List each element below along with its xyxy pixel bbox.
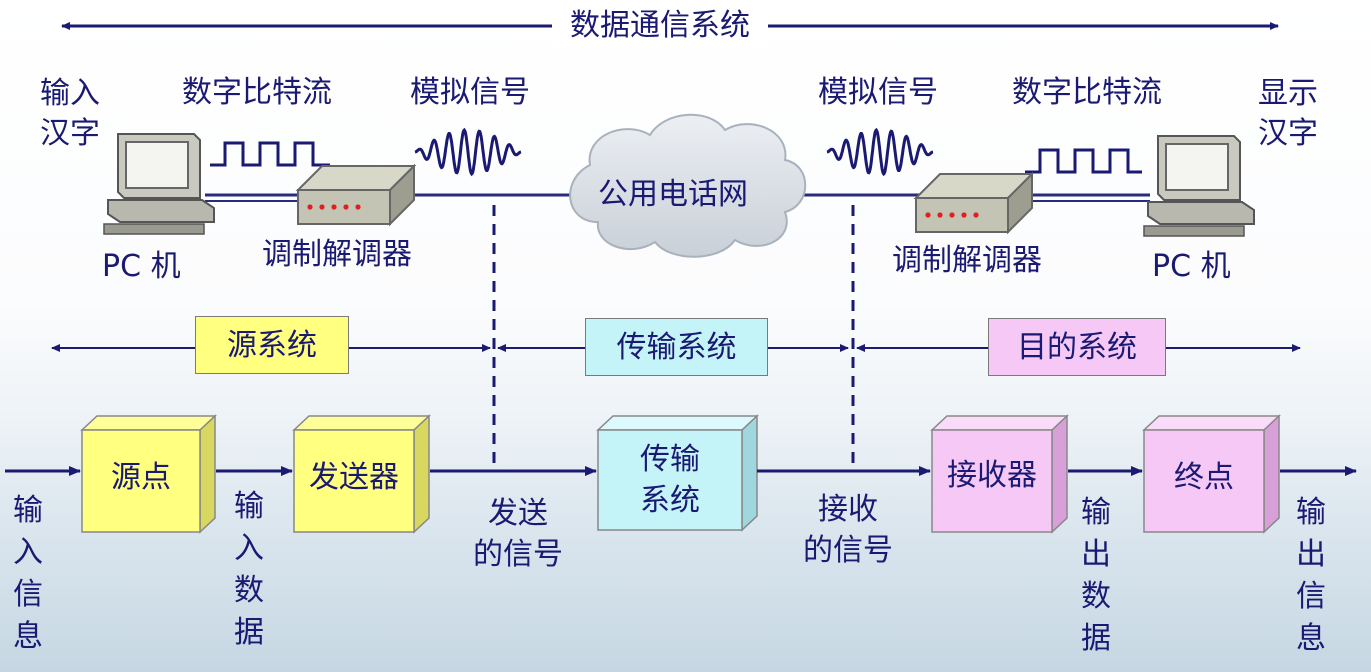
- output-text-label: 显示汉字: [1258, 76, 1318, 151]
- pc-label: PC 机: [1152, 249, 1231, 284]
- output-data-label: 输出数据: [1081, 495, 1111, 656]
- output-info-label: 输出信息: [1296, 495, 1326, 656]
- digital-bitstream-label: 数字比特流: [182, 75, 332, 110]
- transmitter-label: 发送器: [309, 460, 399, 495]
- destination-point-label: 终点: [1174, 460, 1234, 495]
- network-label: 公用电话网: [598, 177, 748, 212]
- modem-label: 调制解调器: [262, 237, 412, 272]
- cloud-icon: [569, 113, 807, 258]
- receiver-block: [930, 414, 1069, 534]
- source-point-block: [80, 414, 217, 534]
- receiver-label: 接收器: [947, 458, 1037, 493]
- digital-wave-icon: [210, 141, 330, 167]
- pc-computer-icon: [1143, 135, 1255, 237]
- input-info-label: 输入信息: [13, 493, 43, 654]
- transmission-system-block: [596, 414, 759, 532]
- destination-point-block: [1142, 414, 1281, 534]
- modem-icon: [295, 163, 417, 227]
- digital-wave-icon: [1025, 148, 1142, 174]
- analog-signal-label: 模拟信号: [410, 75, 530, 110]
- transmission-system-label: 传输系统: [585, 318, 768, 376]
- input-text-label: 输入汉字: [40, 76, 100, 151]
- input-data-label: 输入数据: [234, 489, 264, 650]
- modem-label: 调制解调器: [892, 243, 1042, 278]
- analog-signal-label: 模拟信号: [818, 75, 938, 110]
- destination-system-label: 目的系统: [988, 318, 1166, 376]
- source-point-label: 源点: [111, 460, 171, 495]
- analog-wave-icon: [414, 127, 522, 177]
- source-system-label: 源系统: [195, 316, 349, 374]
- transmitter-block: [292, 414, 431, 534]
- pc-label: PC 机: [102, 249, 181, 284]
- received-signal-label: 接收 的信号: [803, 492, 893, 568]
- sent-signal-label: 发送 的信号: [473, 496, 563, 572]
- modem-icon: [913, 171, 1035, 235]
- analog-wave-icon: [826, 127, 934, 177]
- transmission-block-label: 传输 系统: [640, 442, 700, 518]
- pc-computer-icon: [103, 133, 215, 235]
- diagram-title: 数据通信系统: [552, 6, 768, 46]
- digital-bitstream-label: 数字比特流: [1012, 75, 1162, 110]
